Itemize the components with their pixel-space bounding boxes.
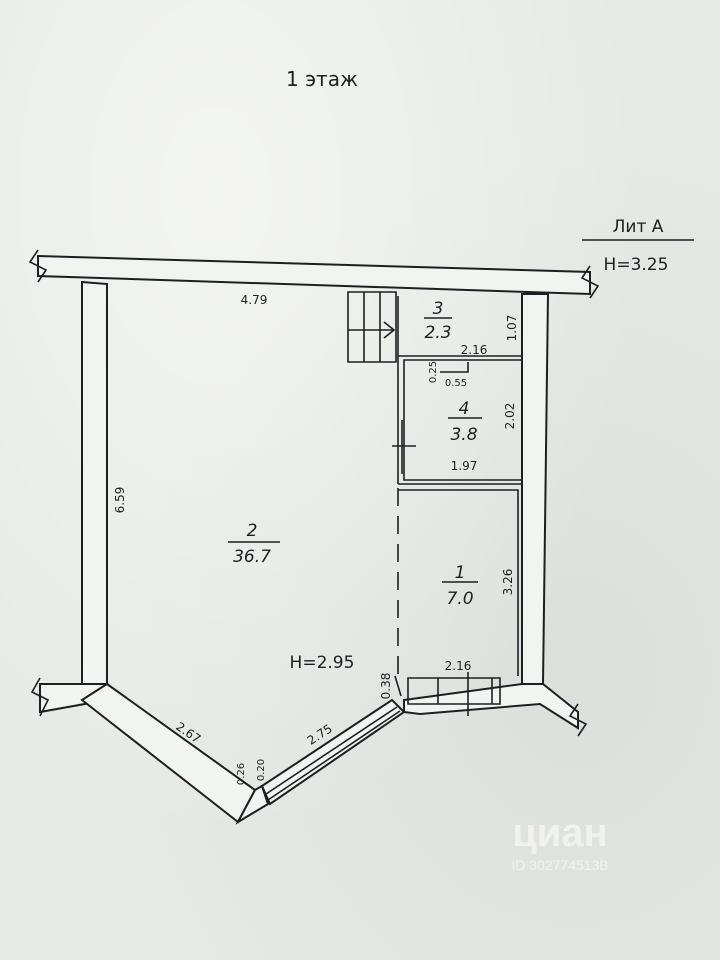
room3-number: 3 bbox=[433, 299, 444, 319]
dim-corner-a: 0.26 bbox=[236, 763, 247, 785]
break-mark-top-left bbox=[28, 249, 48, 283]
room4-walls bbox=[403, 359, 523, 481]
room4-niche bbox=[440, 362, 469, 373]
window-line-1 bbox=[265, 706, 398, 795]
dim-room4-small-a: 0.25 bbox=[428, 361, 439, 383]
dim-room1-width: 2.16 bbox=[445, 659, 472, 673]
window-line-2 bbox=[267, 710, 401, 801]
dim-left-height: 6.59 bbox=[113, 487, 127, 514]
watermark-brand: циан bbox=[512, 811, 608, 855]
watermark-id: ID 302774513B bbox=[511, 857, 608, 873]
room3-area: 2.3 bbox=[424, 323, 451, 343]
dim-room4-height: 2.02 bbox=[503, 403, 517, 430]
room4-number: 4 bbox=[459, 399, 470, 419]
partition-bottom bbox=[394, 675, 402, 697]
right-wall bbox=[521, 293, 550, 685]
dim-room4-width: 1.97 bbox=[451, 459, 478, 473]
dim-corner-b: 0.20 bbox=[256, 759, 267, 781]
dim-room1-height: 3.26 bbox=[501, 569, 515, 596]
lit-label: Лит А bbox=[613, 217, 664, 237]
dim-room3-width: 2.16 bbox=[461, 343, 488, 357]
dim-room3-height: 1.07 bbox=[505, 315, 519, 342]
floor-title: 1 этаж bbox=[286, 67, 358, 91]
stairs-outline bbox=[347, 291, 397, 363]
dim-room4-small-b: 0.55 bbox=[445, 378, 467, 389]
bottom-right-wall bbox=[403, 683, 579, 730]
diagonal-wall-left bbox=[80, 682, 257, 824]
left-wall bbox=[81, 280, 108, 685]
room2-area: 36.7 bbox=[233, 547, 271, 567]
dim-top-main: 4.79 bbox=[241, 293, 268, 307]
break-mark-top-right bbox=[580, 265, 600, 299]
break-mark-bottom-left bbox=[30, 677, 50, 717]
room2-number: 2 bbox=[247, 521, 258, 541]
room1-walls bbox=[398, 483, 522, 676]
floor-height-label: H=2.95 bbox=[290, 653, 355, 673]
lit-height-label: H=3.25 bbox=[604, 255, 669, 275]
entry-door-frame bbox=[407, 677, 501, 705]
break-mark-bottom-right bbox=[568, 703, 588, 737]
dim-entry-side: 0.38 bbox=[379, 673, 393, 700]
room1-number: 1 bbox=[455, 563, 466, 583]
top-wall bbox=[37, 254, 591, 296]
stair-arrow-icon bbox=[383, 321, 396, 339]
room4-area: 3.8 bbox=[450, 425, 477, 445]
room1-area: 7.0 bbox=[446, 589, 473, 609]
